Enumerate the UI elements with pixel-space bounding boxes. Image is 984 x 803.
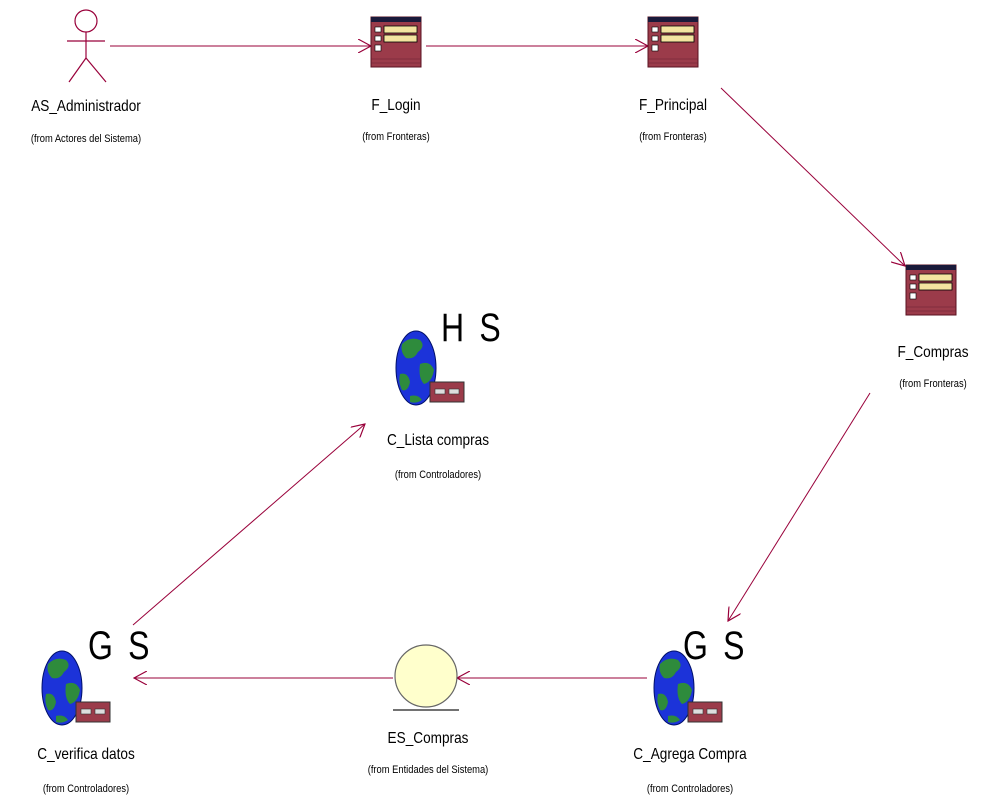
principal-form-icon[interactable]: [647, 16, 699, 68]
agrega-name[interactable]: C_Agrega Compra: [633, 746, 747, 763]
entidad-name[interactable]: ES_Compras: [387, 730, 469, 747]
compras-from: (from Fronteras): [899, 378, 967, 390]
lista-from: (from Controladores): [394, 469, 482, 481]
link-verifica-lista[interactable]: [132, 424, 365, 626]
admin-from: (from Actores del Sistema): [30, 133, 142, 145]
verifica-name[interactable]: C_verifica datos: [37, 746, 135, 763]
lista-name[interactable]: C_Lista compras: [386, 432, 490, 449]
actor-icon[interactable]: [67, 9, 107, 83]
lista-stereotype: H S: [441, 306, 504, 350]
compras-name[interactable]: F_Compras: [897, 344, 969, 361]
principal-name[interactable]: F_Principal: [638, 97, 708, 114]
agrega-from: (from Controladores): [646, 783, 734, 795]
entity-icon[interactable]: [393, 644, 459, 711]
verifica-stereotype: G S: [88, 624, 153, 668]
verifica-from: (from Controladores): [42, 783, 130, 795]
login-from: (from Fronteras): [362, 131, 430, 143]
login-form-icon[interactable]: [370, 16, 422, 68]
link-compras-agrega[interactable]: [728, 392, 871, 621]
principal-from: (from Fronteras): [639, 131, 707, 143]
entidad-from: (from Entidades del Sistema): [367, 764, 489, 776]
compras-form-icon[interactable]: [905, 264, 957, 316]
login-name[interactable]: F_Login: [371, 97, 421, 114]
admin-name[interactable]: AS_Administrador: [31, 98, 141, 115]
link-principal-compras[interactable]: [720, 87, 905, 266]
agrega-stereotype: G S: [683, 624, 748, 668]
